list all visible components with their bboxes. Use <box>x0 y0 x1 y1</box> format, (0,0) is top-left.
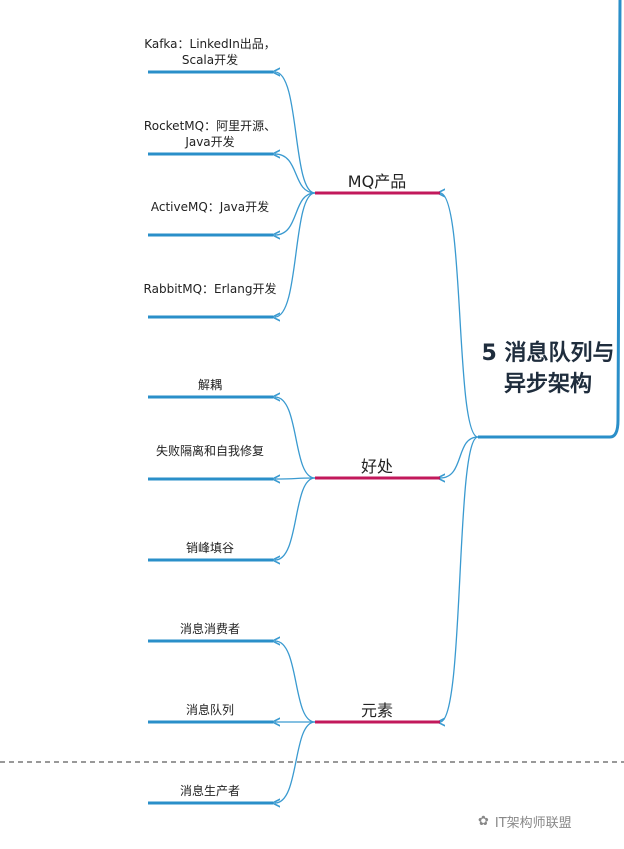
watermark: ✿ IT架构师联盟 <box>478 814 572 831</box>
leaf-rocketmq[interactable]: RocketMQ：阿里开源、Java开发 <box>143 119 277 149</box>
branch-connector <box>275 478 316 479</box>
root-connector <box>440 436 479 722</box>
wechat-icon: ✿ <box>478 814 489 829</box>
branch-connector <box>275 397 316 479</box>
branch-connector <box>275 192 316 235</box>
branch-connector <box>275 721 316 803</box>
branch-connector <box>275 641 316 723</box>
leaf-rabbitmq[interactable]: RabbitMQ：Erlang开发 <box>143 282 277 296</box>
root-connector <box>440 193 479 438</box>
leaf-peak-shaving[interactable]: 销峰填谷 <box>185 541 234 555</box>
branch-elements[interactable]: 元素 <box>360 701 393 720</box>
leaf-activemq[interactable]: ActiveMQ：Java开发 <box>150 200 270 214</box>
leaf-kafka[interactable]: Kafka：LinkedIn出品，Scala开发 <box>144 37 276 67</box>
branch-connector <box>275 154 316 194</box>
branch-benefits[interactable]: 好处 <box>360 457 393 476</box>
leaf-failure-isolation[interactable]: 失败隔离和自我修复 <box>155 444 264 458</box>
leaf-consumer[interactable]: 消息消费者 <box>179 622 240 636</box>
branch-mq-products[interactable]: MQ产品 <box>347 172 407 191</box>
root-connector <box>440 436 479 478</box>
leaf-queue[interactable]: 消息队列 <box>185 703 234 717</box>
branch-connector <box>275 477 316 560</box>
root-underline <box>478 0 622 439</box>
branch-connector <box>275 192 316 317</box>
leaf-producer[interactable]: 消息生产者 <box>179 784 240 798</box>
branch-connector <box>275 72 316 194</box>
root-node[interactable]: 5 消息队列与异步架构 <box>481 341 615 397</box>
leaf-decoupling[interactable]: 解耦 <box>197 378 222 392</box>
